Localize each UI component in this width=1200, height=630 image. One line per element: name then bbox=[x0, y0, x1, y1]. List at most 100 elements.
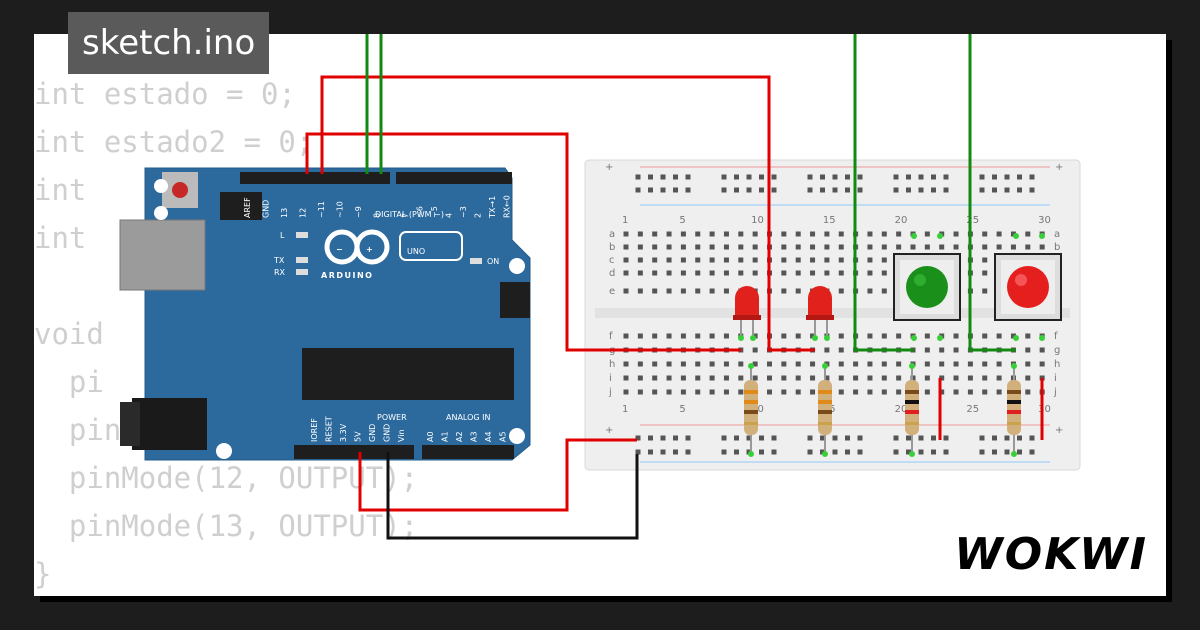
breadboard-hole bbox=[723, 257, 729, 263]
resistor-4[interactable] bbox=[1007, 366, 1021, 454]
breadboard-hole bbox=[666, 333, 672, 339]
rail-hole bbox=[857, 187, 863, 193]
breadboard-hole bbox=[1025, 361, 1031, 367]
breadboard-hole bbox=[867, 375, 873, 381]
file-tab[interactable]: sketch.ino bbox=[68, 12, 270, 74]
breadboard-hole bbox=[637, 257, 643, 263]
breadboard-hole bbox=[709, 333, 715, 339]
breadboard-hole bbox=[967, 361, 973, 367]
l-led-label: L bbox=[280, 231, 285, 240]
breadboard-hole bbox=[723, 361, 729, 367]
row-letter: e bbox=[609, 286, 615, 297]
resistor-2[interactable] bbox=[818, 366, 832, 454]
rail-hole bbox=[906, 449, 911, 455]
breadboard-hole bbox=[1039, 347, 1045, 353]
column-number: 15 bbox=[823, 215, 836, 226]
plus-rail-label: + bbox=[1055, 425, 1063, 436]
breadboard-hole bbox=[781, 375, 787, 381]
rail-hole bbox=[893, 435, 899, 441]
analog-pin-label: A1 bbox=[441, 431, 450, 442]
pushbutton-green[interactable] bbox=[893, 253, 961, 321]
rail-hole bbox=[759, 435, 764, 441]
analog-pin-label: A0 bbox=[426, 431, 435, 442]
column-number: 1 bbox=[622, 404, 628, 415]
breadboard-hole bbox=[996, 389, 1002, 395]
led-2[interactable] bbox=[806, 286, 834, 338]
rail-hole bbox=[992, 435, 997, 441]
breadboard-hole bbox=[637, 288, 643, 294]
breadboard-hole bbox=[723, 270, 729, 276]
connection-dots bbox=[738, 233, 1045, 457]
breadboard-hole bbox=[680, 257, 686, 263]
rail-hole bbox=[906, 174, 911, 180]
plus-rail-label: + bbox=[605, 425, 613, 436]
breadboard-hole bbox=[781, 288, 787, 294]
resistor-1[interactable] bbox=[744, 366, 758, 454]
resistor-3[interactable] bbox=[905, 366, 919, 454]
breadboard-hole bbox=[838, 270, 844, 276]
atmega-chip bbox=[302, 348, 514, 400]
led-1[interactable] bbox=[733, 286, 761, 338]
rail-hole bbox=[832, 449, 838, 455]
breadboard-hole bbox=[680, 361, 686, 367]
rail-hole bbox=[759, 174, 764, 180]
breadboard-hole bbox=[652, 361, 658, 367]
rail-hole bbox=[931, 435, 936, 441]
breadboard-hole bbox=[924, 389, 930, 395]
rail-hole bbox=[734, 187, 739, 193]
breadboard-hole bbox=[867, 333, 873, 339]
analog-pin-label: A3 bbox=[470, 431, 479, 442]
code-line: pi bbox=[34, 365, 104, 399]
digital-pin-label: 7 bbox=[401, 213, 410, 218]
breadboard-hole bbox=[881, 244, 887, 250]
mount-hole bbox=[154, 179, 168, 193]
column-number: 20 bbox=[895, 404, 908, 415]
rail-hole bbox=[635, 435, 641, 441]
tx-label: TX bbox=[273, 256, 285, 265]
breadboard-hole bbox=[824, 375, 830, 381]
breadboard-hole bbox=[623, 389, 629, 395]
row-letter: i bbox=[1054, 373, 1057, 384]
breadboard-hole bbox=[781, 231, 787, 237]
pushbutton-red[interactable] bbox=[994, 253, 1062, 321]
rail-hole bbox=[1017, 435, 1022, 441]
column-number: 30 bbox=[1038, 404, 1051, 415]
row-letter: f bbox=[609, 331, 613, 342]
digital-pin-label: ~10 bbox=[336, 201, 345, 218]
breadboard-hole bbox=[795, 231, 801, 237]
breadboard-hole bbox=[666, 244, 672, 250]
rail-hole bbox=[979, 449, 985, 455]
digital-header-left bbox=[240, 172, 390, 184]
row-letter: i bbox=[609, 373, 612, 384]
rail-hole bbox=[992, 449, 997, 455]
breadboard-hole bbox=[896, 333, 902, 339]
rail-hole bbox=[759, 449, 764, 455]
rail-hole bbox=[771, 449, 777, 455]
row-letter: b bbox=[609, 242, 615, 253]
rail-hole bbox=[1029, 174, 1035, 180]
mount-hole bbox=[509, 428, 525, 444]
breadboard-hole bbox=[623, 244, 629, 250]
breadboard-hole bbox=[982, 375, 988, 381]
breadboard-hole bbox=[838, 231, 844, 237]
rail-hole bbox=[893, 174, 899, 180]
breadboard-hole bbox=[881, 270, 887, 276]
breadboard-hole bbox=[723, 389, 729, 395]
breadboard-hole bbox=[623, 257, 629, 263]
breadboard-hole bbox=[953, 347, 959, 353]
breadboard-hole bbox=[666, 288, 672, 294]
rail-hole bbox=[1004, 449, 1010, 455]
breadboard-hole bbox=[695, 288, 701, 294]
digital-pin-label: GND bbox=[262, 200, 271, 218]
breadboard-hole bbox=[752, 270, 758, 276]
rail-hole bbox=[1017, 174, 1022, 180]
row-letter: f bbox=[1054, 331, 1058, 342]
breadboard-hole bbox=[881, 375, 887, 381]
code-line: int estado = 0; bbox=[34, 77, 296, 111]
breadboard-hole bbox=[953, 231, 959, 237]
digital-pin-label: TX→1 bbox=[488, 196, 497, 219]
breadboard-hole bbox=[695, 257, 701, 263]
breadboard-hole bbox=[680, 333, 686, 339]
